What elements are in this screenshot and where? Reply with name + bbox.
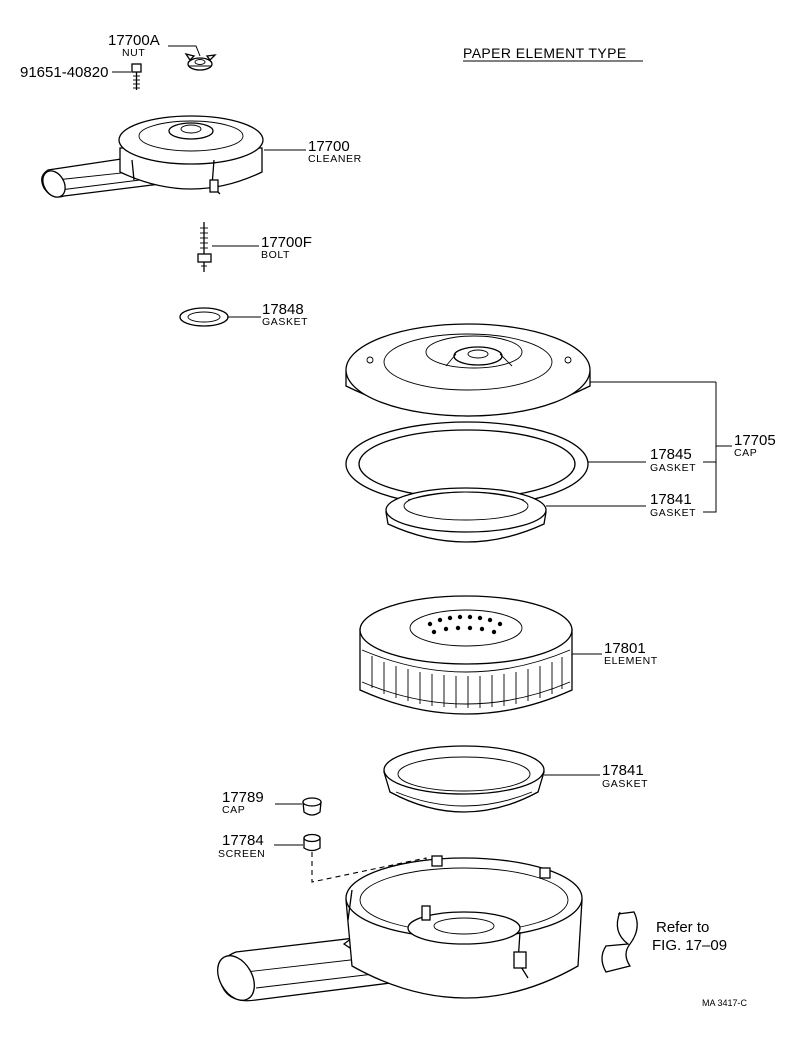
part-name-17700F: BOLT <box>261 249 290 261</box>
part-name-17784: SCREEN <box>218 848 265 860</box>
part-number-91651-40820: 91651-40820 <box>20 64 108 81</box>
part-name-17801: ELEMENT <box>604 655 658 667</box>
lower-seal-gasket-drawing <box>383 745 545 813</box>
part-number-17705: 17705 <box>734 432 776 449</box>
wing-nut-drawing <box>184 52 217 71</box>
small-gasket-drawing <box>179 307 229 327</box>
reference-line-2: FIG. 17–09 <box>652 937 727 954</box>
small-cap-drawing <box>302 797 322 816</box>
cap-cover-drawing <box>345 323 591 417</box>
part-number-17848: 17848 <box>262 301 304 318</box>
part-name-17789: CAP <box>222 804 245 816</box>
part-name-17845: GASKET <box>650 462 696 474</box>
leader-17700A <box>168 45 201 57</box>
element-perforation-dots <box>427 614 503 635</box>
part-name-17841-lower: GASKET <box>602 778 648 790</box>
part-number-17700: 17700 <box>308 138 350 155</box>
cleaner-case-drawing <box>217 855 583 1002</box>
part-number-17789: 17789 <box>222 789 264 806</box>
part-name-17705: CAP <box>734 447 757 459</box>
part-number-17841-lower: 17841 <box>602 762 644 779</box>
reference-part-drawing <box>601 911 638 973</box>
part-number-17700A: 17700A <box>108 32 160 49</box>
screen-drawing <box>303 833 321 852</box>
diagram-title: PAPER ELEMENT TYPE <box>463 45 627 61</box>
part-name-17700A: NUT <box>122 47 145 59</box>
part-name-17848: GASKET <box>262 316 308 328</box>
stud-bolt-drawing <box>197 222 212 272</box>
element-pleats <box>371 656 563 708</box>
filter-element-drawing <box>359 595 573 715</box>
part-number-17784: 17784 <box>222 832 264 849</box>
part-name-17841-upper: GASKET <box>650 507 696 519</box>
reference-line-1: Refer to <box>656 919 709 936</box>
part-number-17801: 17801 <box>604 640 646 657</box>
part-number-17841-upper: 17841 <box>650 491 692 508</box>
part-number-17845: 17845 <box>650 446 692 463</box>
part-number-17700F: 17700F <box>261 234 312 251</box>
part-name-17700: CLEANER <box>308 153 362 165</box>
bracket-17705 <box>703 382 717 513</box>
upper-seal-gasket-drawing <box>385 487 547 543</box>
drawing-code: MA 3417-C <box>702 998 748 1008</box>
small-bolt-drawing <box>131 63 142 90</box>
air-cleaner-assembly-drawing <box>41 115 264 198</box>
